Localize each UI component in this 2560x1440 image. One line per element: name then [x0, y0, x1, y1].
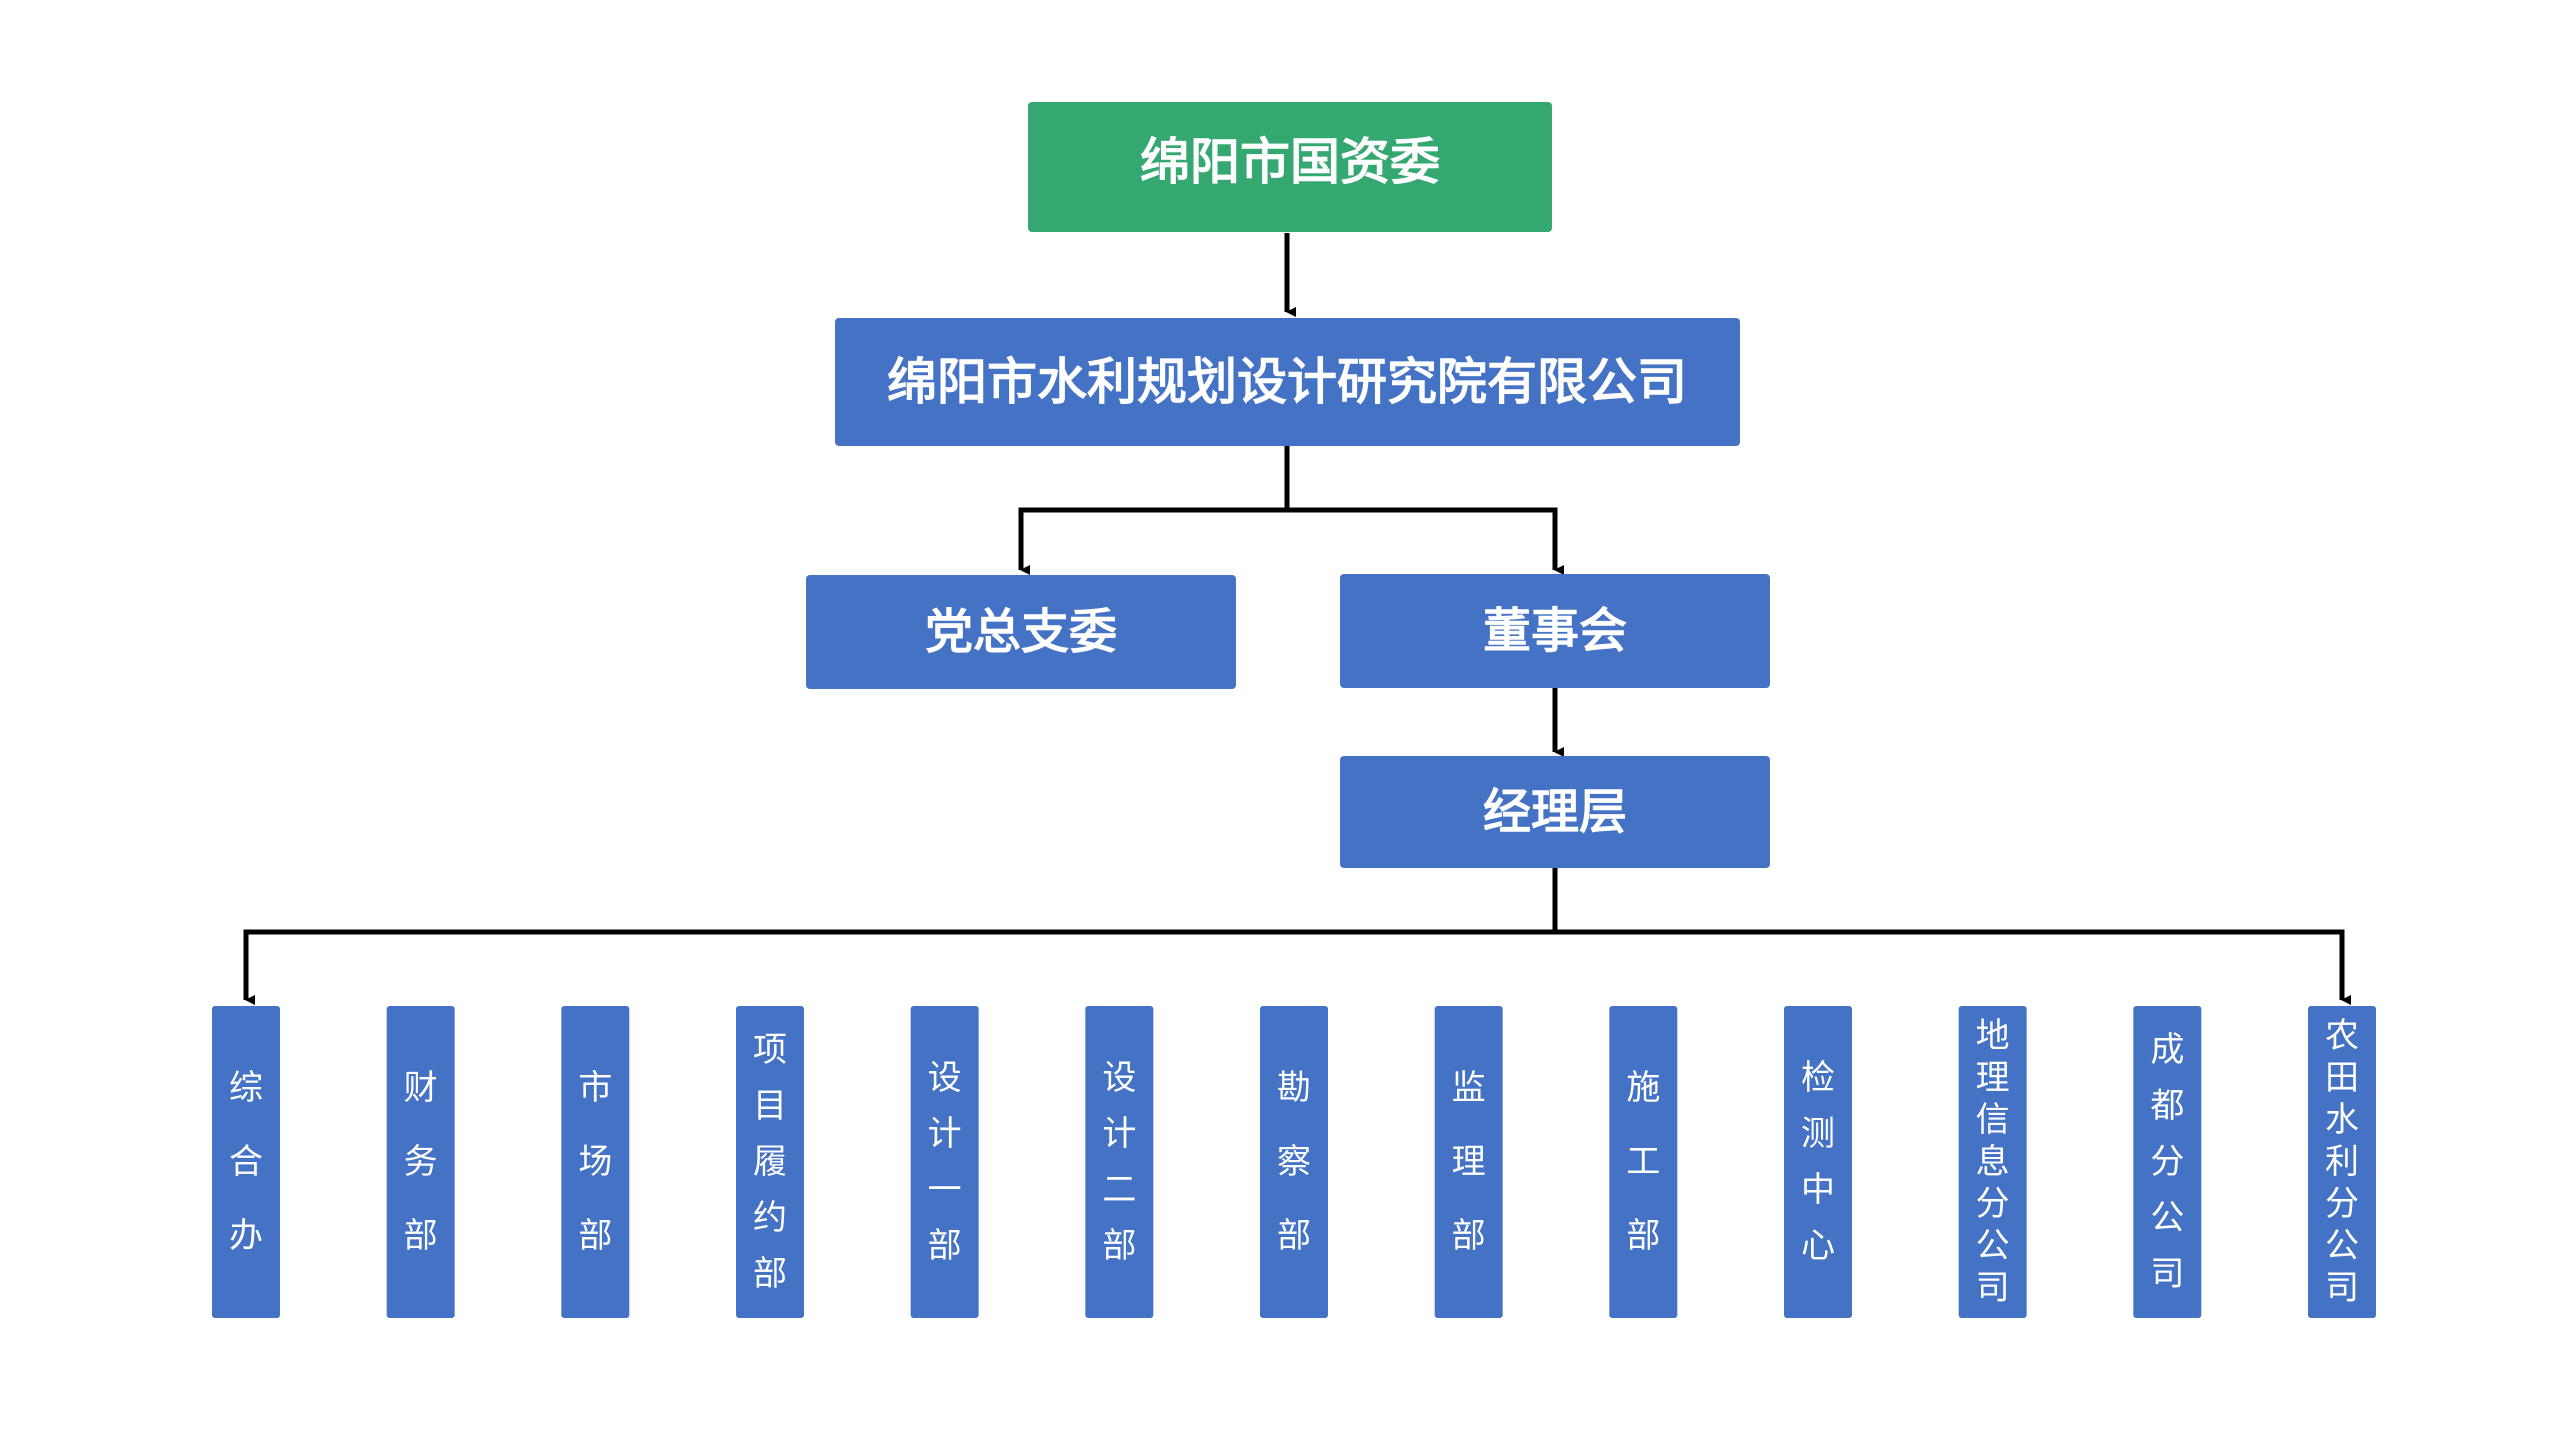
- department-label: 农田水利分公司: [2325, 1016, 2359, 1308]
- node-board: 董事会: [1340, 574, 1770, 688]
- department-label: 项目履约部: [753, 1030, 787, 1294]
- department-box: [1609, 1006, 1678, 1318]
- department-box: [2133, 1006, 2202, 1318]
- node-management: 经理层: [1340, 756, 1770, 868]
- department-box: [1260, 1006, 1328, 1318]
- department-node: 设计二部: [1085, 1006, 1154, 1318]
- connector-bus-left: [243, 929, 1555, 1005]
- department-box: [1958, 1006, 2027, 1318]
- department-row: 综合办 财务部 市场部 项目履约部 设计一部 设计二部 勘察部 监理部 施工部 检测中心 地理信息分…: [212, 1006, 2376, 1318]
- department-label: 勘察部: [1277, 1068, 1311, 1256]
- node-company-label: 绵阳市水利规划设计研究院有限公司: [887, 353, 1687, 411]
- department-label: 财务部: [404, 1068, 438, 1256]
- connector-company-to-board: [1287, 507, 1564, 575]
- department-box: [1434, 1006, 1503, 1318]
- department-box: [561, 1006, 630, 1318]
- node-party-box: [806, 575, 1236, 689]
- node-board-box: [1340, 574, 1770, 688]
- department-node: 成都分公司: [2133, 1006, 2202, 1318]
- department-node: 综合办: [212, 1006, 280, 1318]
- department-label: 地理信息分公司: [1976, 1016, 2010, 1308]
- department-box: [910, 1006, 979, 1318]
- department-label: 综合办: [229, 1068, 263, 1256]
- department-label: 施工部: [1626, 1068, 1660, 1256]
- department-label: 市场部: [578, 1068, 612, 1256]
- connectors: [243, 233, 2351, 1005]
- department-label: 检测中心: [1801, 1058, 1835, 1266]
- node-company-box: [835, 318, 1740, 446]
- department-label: 监理部: [1452, 1068, 1486, 1256]
- department-node: 农田水利分公司: [2308, 1006, 2376, 1318]
- node-board-label: 董事会: [1483, 603, 1627, 659]
- department-label: 设计二部: [1102, 1058, 1136, 1266]
- node-party-label: 党总支委: [925, 604, 1117, 660]
- department-node: 项目履约部: [736, 1006, 804, 1318]
- node-root-label: 绵阳市国资委: [1140, 133, 1440, 191]
- connector-company-to-party: [1018, 507, 1287, 575]
- department-node: 地理信息分公司: [1958, 1006, 2027, 1318]
- department-label: 设计一部: [928, 1058, 962, 1266]
- department-box: [1784, 1006, 1852, 1318]
- department-label: 成都分公司: [2150, 1030, 2184, 1294]
- department-node: 施工部: [1609, 1006, 1678, 1318]
- node-company: 绵阳市水利规划设计研究院有限公司: [835, 318, 1740, 446]
- department-box: [212, 1006, 280, 1318]
- department-box: [2308, 1006, 2376, 1318]
- node-root-box: [1028, 102, 1552, 232]
- department-node: 监理部: [1434, 1006, 1503, 1318]
- node-management-box: [1340, 756, 1770, 868]
- department-box: [1085, 1006, 1154, 1318]
- node-root: 绵阳市国资委: [1028, 102, 1552, 232]
- department-node: 勘察部: [1260, 1006, 1328, 1318]
- connector-bus-right: [1555, 929, 2351, 1005]
- department-box: [386, 1006, 455, 1318]
- department-node: 财务部: [386, 1006, 455, 1318]
- department-node: 市场部: [561, 1006, 630, 1318]
- node-management-label: 经理层: [1483, 784, 1627, 840]
- department-node: 检测中心: [1784, 1006, 1852, 1318]
- department-box: [736, 1006, 804, 1318]
- department-node: 设计一部: [910, 1006, 979, 1318]
- node-party: 党总支委: [806, 575, 1236, 689]
